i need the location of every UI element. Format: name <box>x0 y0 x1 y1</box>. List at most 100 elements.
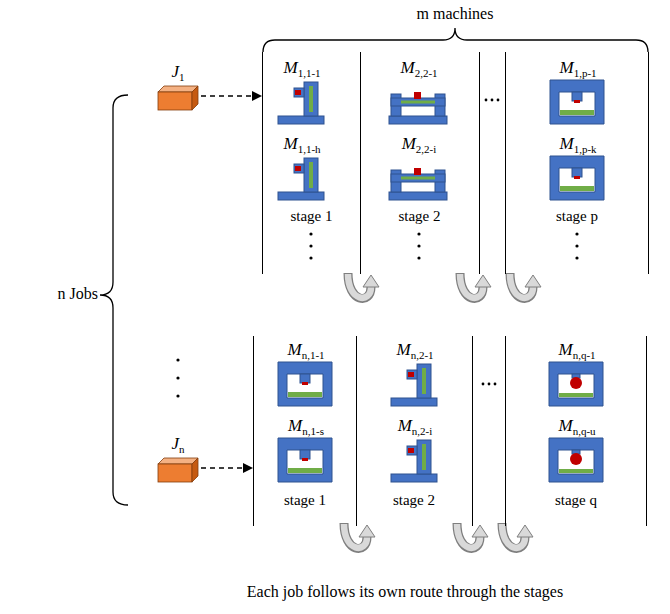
stage-column: stage qMn,q-1Mn,q-u <box>505 336 647 526</box>
stage-column: stage 1M1,1-1M1,1-h <box>262 52 361 274</box>
machine-icon <box>550 80 604 124</box>
machine-label: M <box>288 416 302 435</box>
machine-box: Mn,2-i <box>382 416 448 482</box>
subscript: n,1-s <box>302 425 324 437</box>
caption: Each job follows its own route through t… <box>150 582 660 602</box>
machine-label: M <box>402 134 416 153</box>
machine-icon <box>391 364 437 406</box>
machine-box: Mn,q-1 <box>544 340 610 406</box>
subscript: n,1-1 <box>302 349 325 361</box>
node-text-group: stage 1 <box>284 490 326 510</box>
job-cube <box>158 86 198 110</box>
subscript: 2,2-i <box>416 143 436 155</box>
machine-label: M <box>287 340 301 359</box>
job-label: J <box>171 434 179 453</box>
machine-label: M <box>283 134 297 153</box>
stage-flow-arrow <box>502 523 533 549</box>
stage-flow-arrow <box>344 523 375 549</box>
subscript: 1 <box>179 71 185 83</box>
machine-icon <box>550 156 604 200</box>
node-text-group: Mn,2-1 <box>396 340 433 365</box>
stage-column: stage 2M2,2-1M2,2-i <box>360 52 480 274</box>
node-text-group: M2,2-i <box>402 134 437 159</box>
machine-box: Mn,q-u <box>544 416 610 482</box>
machine-icon <box>389 168 447 200</box>
machine-label: M <box>400 58 414 77</box>
machine-label: M <box>559 134 573 153</box>
node-text-group: Jn <box>171 434 184 459</box>
stage-label: stage 2 <box>393 492 435 508</box>
job-cube <box>158 458 198 482</box>
stage-column: stage 1Mn,1-1Mn,1-s <box>253 336 357 526</box>
stage-label: stage 1 <box>284 492 326 508</box>
node-text-group: M1,1-1 <box>283 58 320 83</box>
node-text-group: Mn,q-1 <box>558 340 595 365</box>
machine-box: M2,2-i <box>386 134 452 200</box>
stage-flow-arrow <box>510 273 541 299</box>
subscript: 1,1-h <box>298 143 321 155</box>
subscript: n,2-1 <box>411 349 434 361</box>
job-box: Jn <box>156 434 200 480</box>
job-label: J <box>171 62 179 81</box>
stage-label: stage q <box>555 492 597 508</box>
machine-icon <box>549 362 603 406</box>
node-text-group: stage 1 <box>290 206 332 226</box>
node-text-group: stage 2 <box>398 206 440 226</box>
stage-label: stage p <box>556 208 598 224</box>
machine-box: M2,2-1 <box>386 58 452 124</box>
machine-box: M1,p-k <box>545 134 611 200</box>
axis-label: m machines <box>355 4 555 24</box>
machines-brace <box>263 28 648 52</box>
machine-icon <box>549 438 603 482</box>
stage-label: stage 1 <box>290 208 332 224</box>
jobs-brace <box>100 95 128 505</box>
machine-icon <box>278 82 324 124</box>
dashed-arrow <box>201 467 253 469</box>
node-text-group: M1,p-k <box>559 134 596 159</box>
subscript: 1,p-k <box>574 143 597 155</box>
stage-column: stage pM1,p-1M1,p-k <box>505 52 649 274</box>
subscript: 1,p-1 <box>574 67 597 79</box>
subscript: n,q-1 <box>573 349 596 361</box>
machine-icon <box>278 362 332 406</box>
node-text-group: stage 2 <box>393 490 435 510</box>
node-text-group: J1 <box>171 62 184 87</box>
machine-box: Mn,1-s <box>273 416 339 482</box>
dashed-arrow <box>201 95 262 97</box>
node-text-group: Mn,q-u <box>558 416 595 441</box>
machine-icon <box>278 438 332 482</box>
stage-flow-arrow <box>348 273 379 299</box>
machine-box: M1,1-h <box>269 134 335 200</box>
machine-label: M <box>283 58 297 77</box>
stage-flow-arrow <box>460 273 491 299</box>
ellipsis-dots <box>176 99 578 398</box>
job-box: J1 <box>156 62 200 108</box>
machine-icon <box>391 440 437 482</box>
node-text-group: Mn,2-i <box>398 416 433 441</box>
machine-box: Mn,1-1 <box>273 340 339 406</box>
node-text-group: stage q <box>555 490 597 510</box>
subscript: 2,2-1 <box>415 67 438 79</box>
node-text-group: M1,1-h <box>283 134 320 159</box>
machine-label: M <box>558 416 572 435</box>
machine-box: Mn,2-1 <box>382 340 448 406</box>
node-text-group: Mn,1-s <box>288 416 324 441</box>
machine-label: M <box>396 340 410 359</box>
node-text-group: M1,p-1 <box>559 58 596 83</box>
axis-label: n Jobs <box>10 284 98 304</box>
stage-flow-arrow <box>457 523 488 549</box>
machine-label: M <box>559 58 573 77</box>
machine-label: M <box>558 340 572 359</box>
stage-column: stage 2 Mn,2-1Mn,2-i <box>356 336 473 526</box>
machine-icon <box>278 158 324 200</box>
stage-label: stage 2 <box>398 208 440 224</box>
node-text-group: M2,2-1 <box>400 58 437 83</box>
subscript: n <box>179 443 185 455</box>
subscript: 1,1-1 <box>298 67 321 79</box>
subscript: n,q-u <box>573 425 596 437</box>
machine-box: M1,p-1 <box>545 58 611 124</box>
node-text-group: stage p <box>556 206 598 226</box>
machine-label: M <box>398 416 412 435</box>
machine-box: M1,1-1 <box>269 58 335 124</box>
